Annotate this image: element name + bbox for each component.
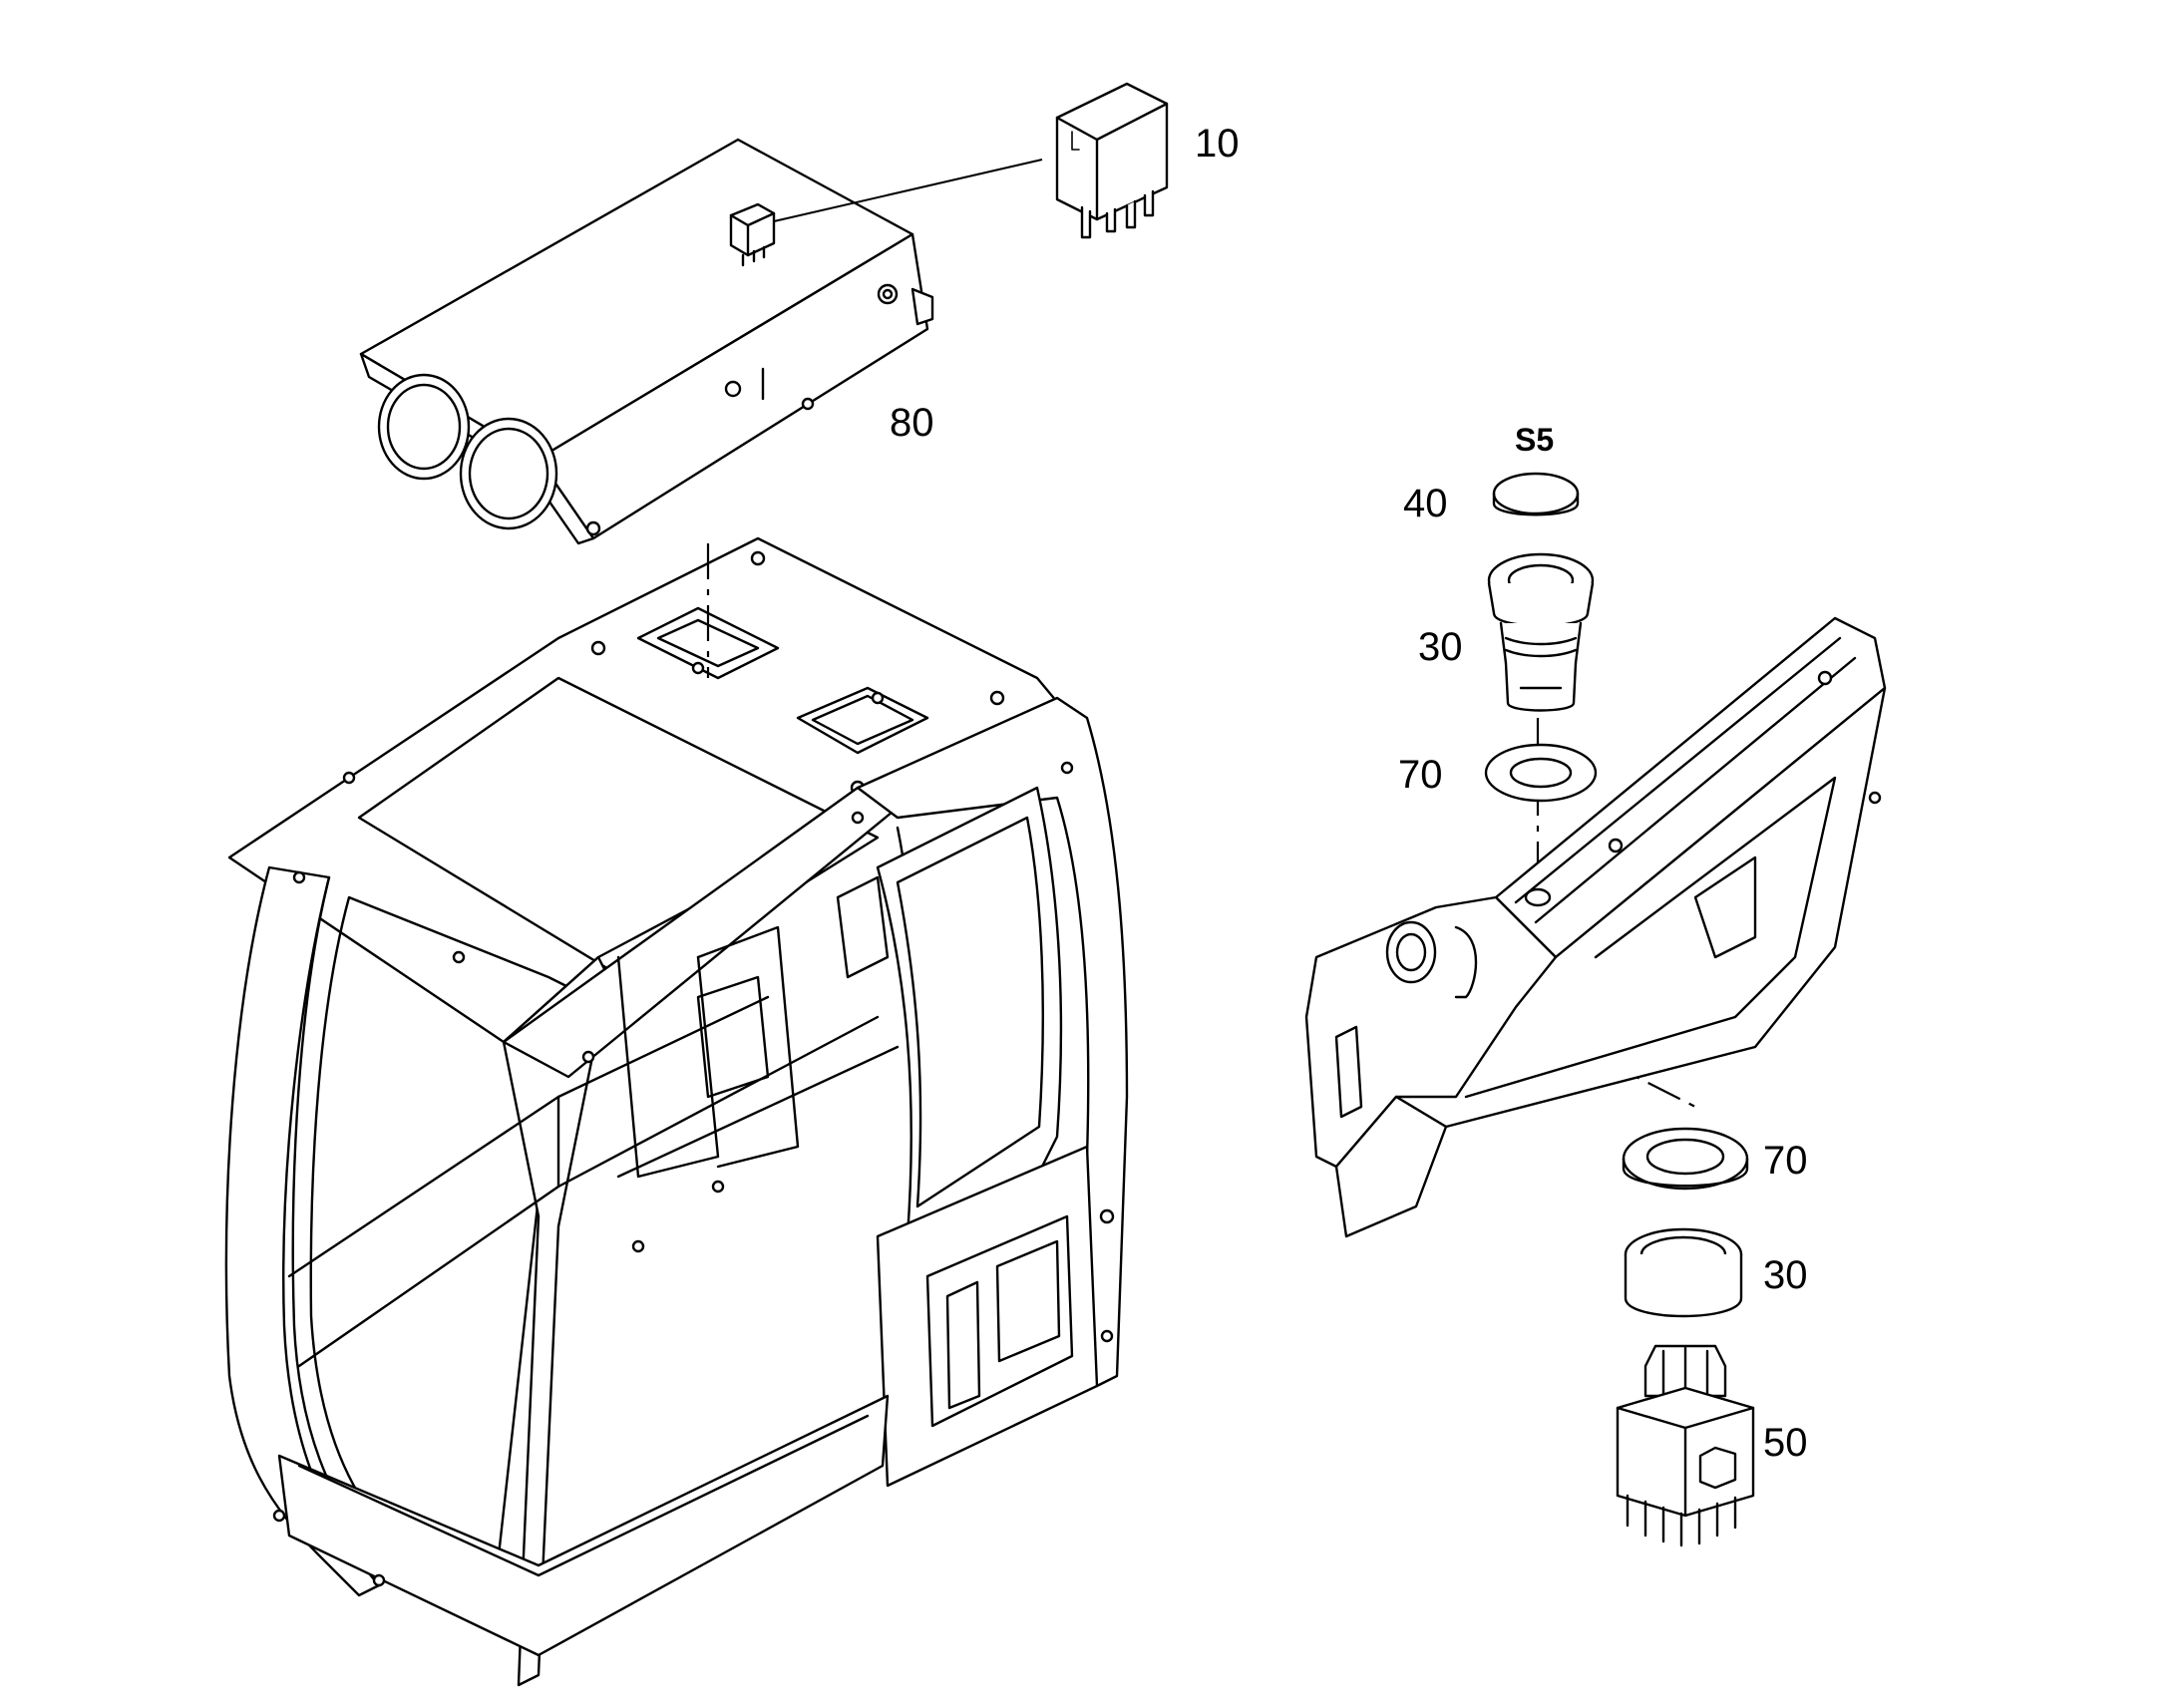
- cab-frame-icon: [224, 536, 1129, 1687]
- callout-cap: 40: [1403, 482, 1448, 525]
- callout-nut-lower: 30: [1763, 1253, 1808, 1297]
- relay-icon: [1055, 82, 1169, 239]
- switch-body-icon: [1616, 1344, 1755, 1547]
- callout-switch-group: S5: [1515, 422, 1554, 458]
- callout-bezel-upper: 30: [1418, 625, 1463, 669]
- washer-upper-icon: [1484, 743, 1598, 803]
- nut-lower-icon: [1624, 1227, 1743, 1318]
- callout-washer-lower: 70: [1763, 1139, 1808, 1183]
- bezel-upper-icon: [1487, 552, 1595, 712]
- washer-lower-icon: [1622, 1127, 1749, 1191]
- relay-box-icon: [359, 138, 934, 545]
- callout-switch-body: 50: [1763, 1421, 1808, 1465]
- relay-leader-line: [773, 159, 1043, 222]
- callout-relay-box: 80: [890, 401, 934, 445]
- callout-relay: 10: [1195, 122, 1240, 166]
- cap-icon: [1492, 472, 1580, 516]
- side-console-icon: [1304, 616, 1887, 1238]
- callout-washer-upper: 70: [1398, 753, 1443, 797]
